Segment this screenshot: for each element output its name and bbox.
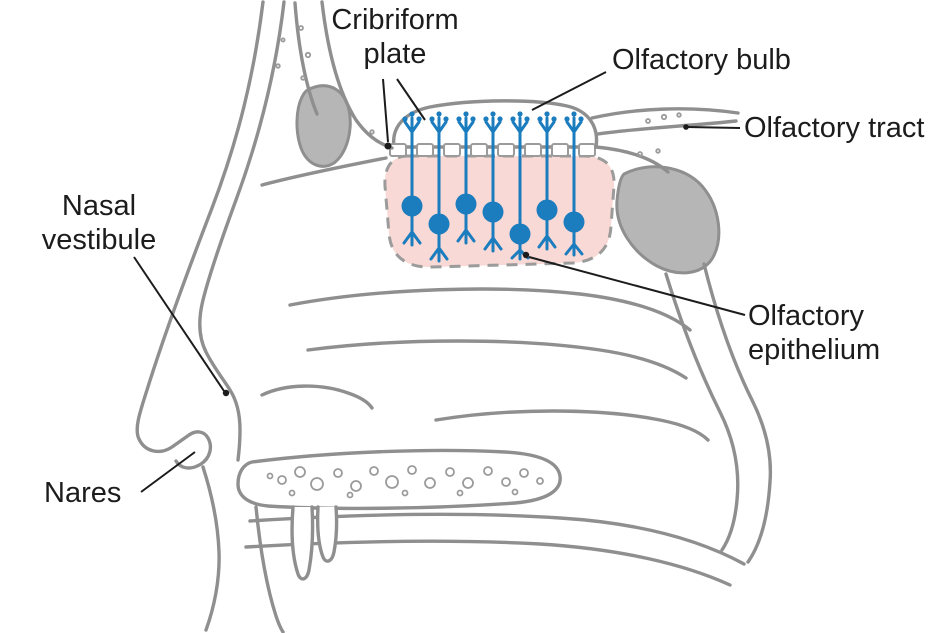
nares-pointer	[140, 451, 196, 493]
nares-label: Nares	[44, 477, 122, 509]
pointer-lines	[133, 71, 746, 493]
sphenoid-bone	[615, 165, 721, 275]
olfactory-receptor-neuron	[563, 111, 585, 257]
olfactory-receptor-neurons	[401, 111, 585, 263]
nasal-vestibule-pointer	[133, 256, 230, 397]
olfactory-tract-label: Olfactory tract	[744, 112, 925, 144]
incisor-teeth	[290, 505, 339, 581]
cribriform-plate-label: Cribriform plate	[331, 4, 459, 70]
olfactory-receptor-neuron	[455, 111, 477, 245]
hard-palate	[236, 448, 562, 511]
nasal-conchae-lines	[260, 287, 710, 442]
olfactory-epithelium-pointer	[522, 251, 746, 316]
olfactory-receptor-neuron	[401, 111, 423, 247]
olfactory-epithelium-label: Olfactory epithelium	[748, 300, 881, 366]
olfactory-bulb-label: Olfactory bulb	[612, 44, 791, 76]
olfactory-receptor-neuron	[536, 111, 558, 251]
olfactory-tract-pointer	[683, 124, 741, 130]
olfactory-receptor-neuron	[428, 111, 450, 263]
nose-outline	[135, 0, 773, 633]
olfactory-receptor-neuron	[482, 111, 504, 253]
frontal-sinus-bone	[295, 84, 352, 168]
olfactory-receptor-neuron	[509, 111, 531, 261]
olfactory-bulb-pointer	[531, 71, 607, 111]
olfactory-bulb-shape	[391, 99, 599, 149]
cribriform-plate-foramina	[389, 143, 596, 157]
nasal-vestibule-label: Nasal vestibule	[41, 190, 157, 256]
cribriform-plate-pointer	[382, 78, 426, 150]
bone-speckles	[275, 25, 682, 157]
